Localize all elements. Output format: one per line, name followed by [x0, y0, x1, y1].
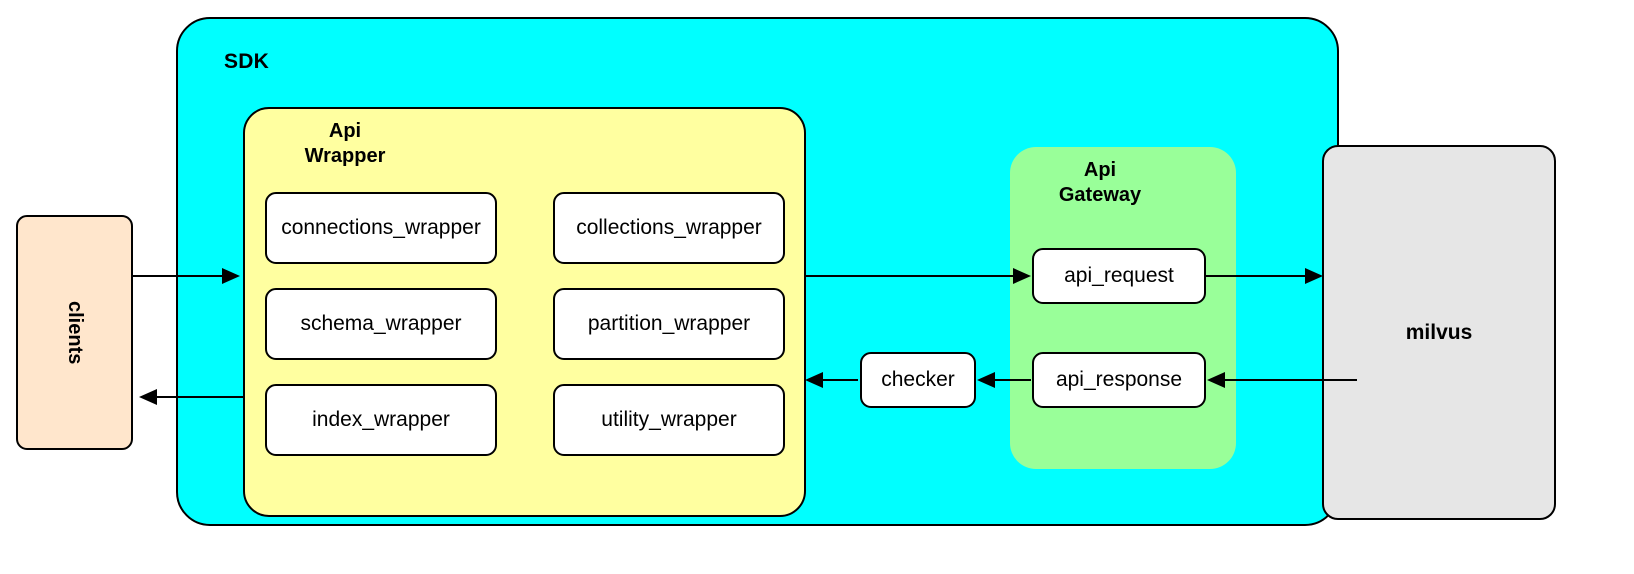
api-gateway-label-line1: Api: [1083, 159, 1117, 181]
node-partition-wrapper[interactable]: partition_wrapper: [553, 288, 785, 360]
node-collections-wrapper-label: collections_wrapper: [576, 216, 762, 239]
node-collections-wrapper[interactable]: collections_wrapper: [553, 192, 785, 264]
container-sdk-label: SDK: [224, 50, 269, 73]
node-api-request-label: api_request: [1064, 264, 1174, 287]
node-clients[interactable]: clients: [16, 215, 133, 450]
container-api-wrapper-label: Api Wrapper: [265, 119, 425, 169]
node-api-request[interactable]: api_request: [1032, 248, 1206, 304]
api-wrapper-label-line2: Wrapper: [304, 145, 386, 167]
node-connections-wrapper-label: connections_wrapper: [281, 216, 481, 239]
node-api-response-label: api_response: [1055, 368, 1183, 391]
node-milvus-label: milvus: [1405, 320, 1473, 344]
node-milvus[interactable]: milvus: [1322, 145, 1556, 520]
node-api-response[interactable]: api_response: [1032, 352, 1206, 408]
api-gateway-label-line2: Gateway: [1058, 184, 1142, 206]
node-connections-wrapper[interactable]: connections_wrapper: [265, 192, 497, 264]
node-index-wrapper[interactable]: index_wrapper: [265, 384, 497, 456]
api-wrapper-label-line1: Api: [328, 120, 362, 142]
node-utility-wrapper-label: utility_wrapper: [601, 408, 737, 431]
node-utility-wrapper[interactable]: utility_wrapper: [553, 384, 785, 456]
node-index-wrapper-label: index_wrapper: [312, 408, 450, 431]
node-partition-wrapper-label: partition_wrapper: [587, 312, 751, 335]
node-schema-wrapper[interactable]: schema_wrapper: [265, 288, 497, 360]
container-api-gateway-label: Api Gateway: [1020, 158, 1180, 208]
node-clients-label: clients: [64, 300, 86, 365]
node-schema-wrapper-label: schema_wrapper: [300, 312, 462, 335]
node-checker[interactable]: checker: [860, 352, 976, 408]
container-api-gateway[interactable]: Api Gateway: [1010, 147, 1236, 469]
node-checker-label: checker: [881, 368, 955, 391]
